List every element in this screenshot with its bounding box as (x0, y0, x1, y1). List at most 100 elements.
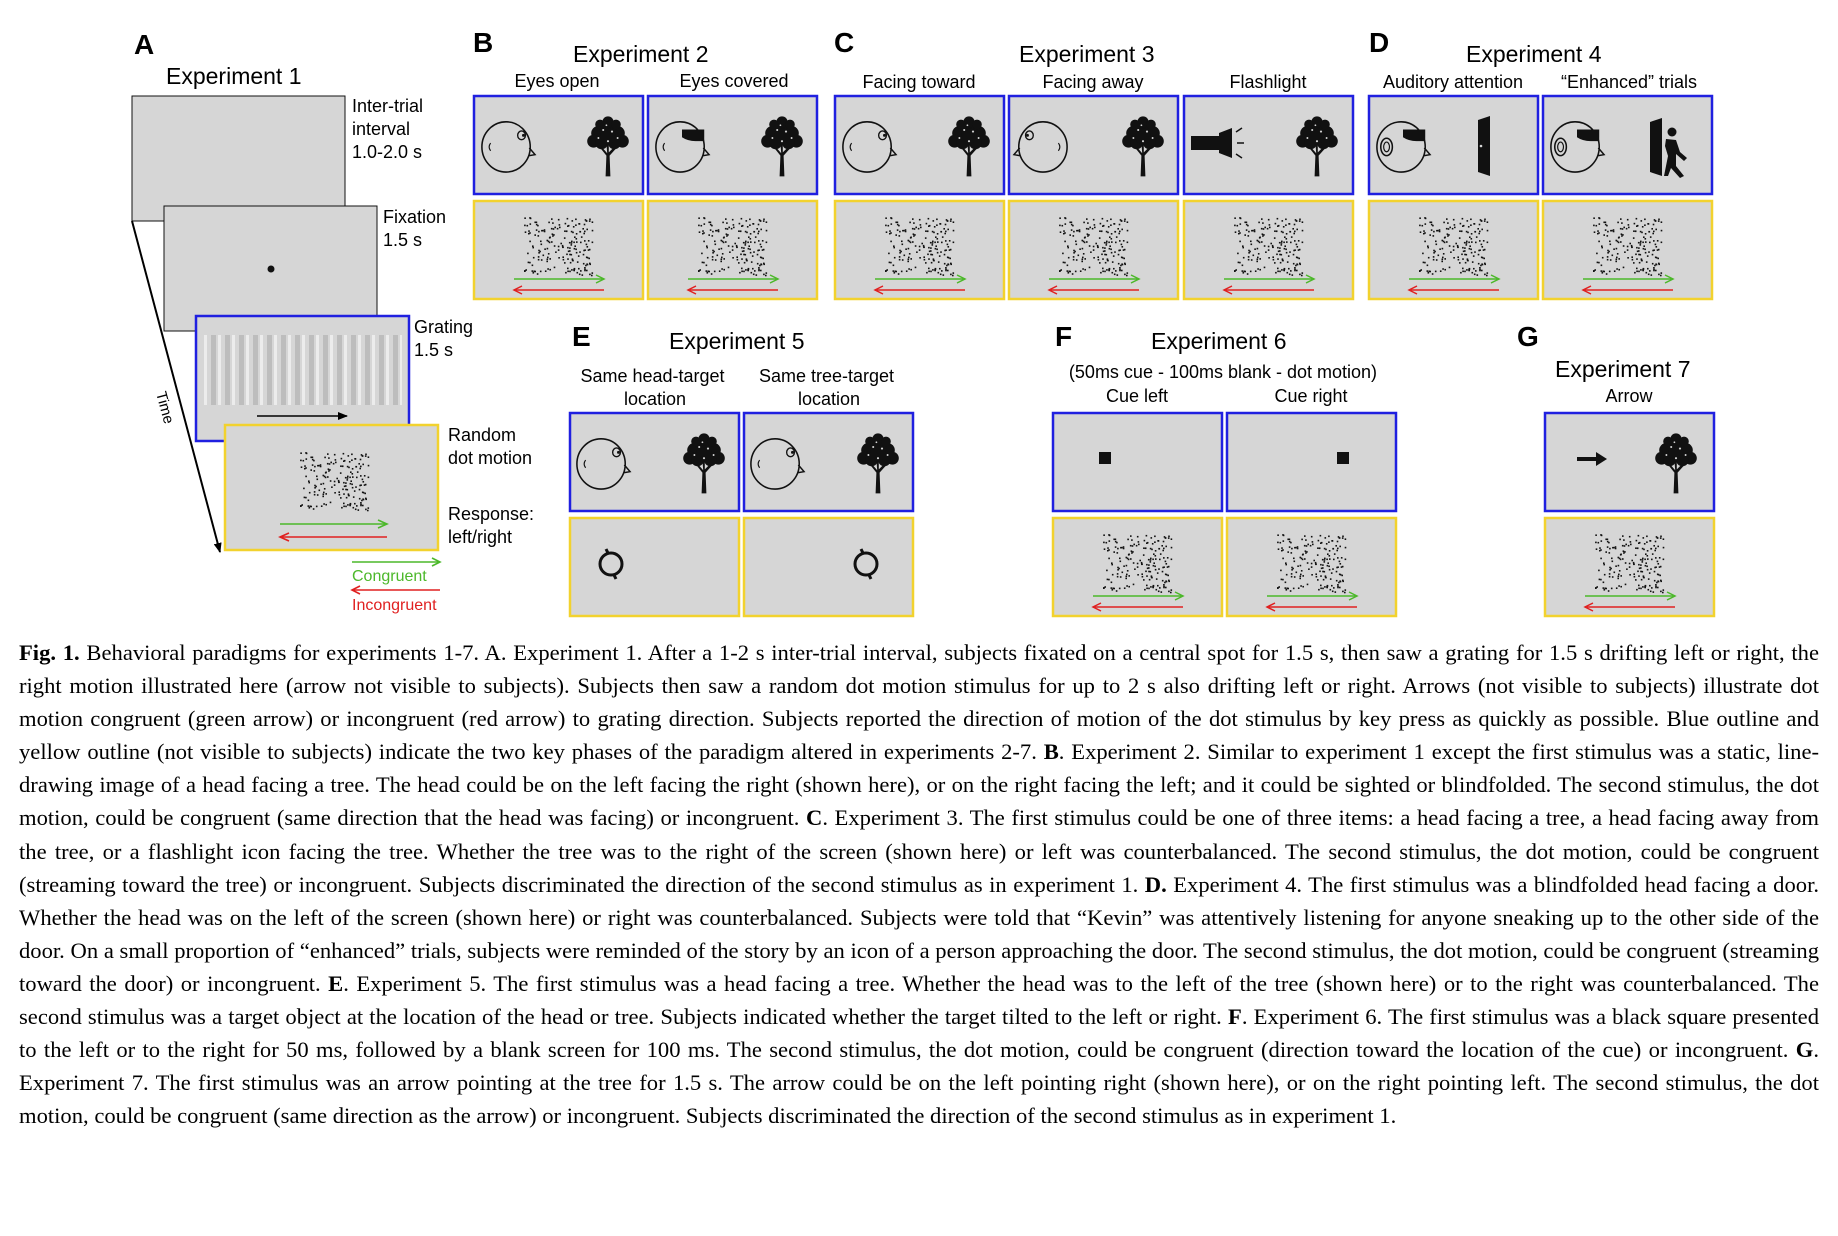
caption-bold: C (806, 805, 823, 831)
arrowhead (595, 274, 606, 284)
flashlight-icon (1191, 127, 1244, 159)
iti-label: Inter-trial interval 1.0-2.0 s (352, 96, 428, 162)
arrow-cue-icon (1577, 452, 1607, 466)
stimulus-frame (1367, 94, 1540, 196)
panel-title: Experiment 1 (166, 63, 302, 89)
arrowhead (1664, 274, 1675, 284)
panel-letter: F (1055, 321, 1072, 352)
panel-title: Experiment 3 (1019, 41, 1155, 67)
sub-label-cue-right: Cue right (1274, 386, 1347, 406)
stimulus-frame (1051, 411, 1224, 513)
caption-bold: Fig. 1. (19, 640, 80, 665)
panel-c: C Experiment 3 Facing toward Facing away… (834, 27, 1307, 92)
arrowhead (1490, 274, 1501, 284)
caption-bold: F (1228, 1004, 1242, 1030)
panel-title: Experiment 6 (1151, 328, 1287, 354)
caption-bold: D. (1144, 871, 1167, 897)
arrowhead (1666, 591, 1677, 601)
sub-label-arrow: Arrow (1605, 386, 1653, 406)
response-label: Response: left/right (448, 504, 539, 547)
sub-label-cue-left: Cue left (1106, 386, 1168, 406)
arrowhead (1407, 285, 1418, 295)
legend-congruent-arrowhead (431, 557, 442, 567)
figure-1: A Experiment 1 Inter-trial interval 1.0-… (131, 27, 1716, 618)
fixation-dot (267, 265, 275, 273)
fixation-label: Fixation 1.5 s (383, 207, 451, 250)
sub-label-eyes-open: Eyes open (514, 71, 599, 91)
panel-g: G Experiment 7 Arrow (1517, 321, 1716, 618)
arrowhead (769, 274, 780, 284)
caption-text: Experiment 4. The first stimulus was a b… (19, 871, 1819, 996)
panel-letter: A (134, 29, 154, 60)
sub-label-tree-target: Same tree-target location (759, 366, 899, 409)
panel-letter: G (1517, 321, 1539, 352)
cue-square (1099, 452, 1111, 464)
arrowhead (512, 285, 523, 295)
congruent-arrowhead (377, 519, 389, 529)
legend-incongruent-arrowhead (350, 585, 361, 595)
tilted-target-icon (853, 548, 879, 580)
sub-label-head-target: Same head-target location (580, 366, 729, 409)
legend-congruent-label: Congruent (352, 568, 427, 585)
stimulus-frame (1541, 94, 1714, 196)
tilted-target-icon (598, 548, 624, 580)
grating-pattern (202, 335, 402, 405)
caption-bold: G (1795, 1037, 1814, 1063)
arrowhead (1583, 602, 1594, 612)
panel-a: A Experiment 1 Inter-trial interval 1.0-… (131, 29, 539, 614)
target-frame (742, 516, 915, 618)
caption-bold: B (1043, 739, 1059, 765)
sub-label-flashlight: Flashlight (1229, 72, 1306, 92)
panel-title: Experiment 2 (573, 41, 709, 67)
figure-caption: Fig. 1. Behavioral paradigms for experim… (19, 636, 1819, 1132)
panel-d: D Experiment 4 Auditory attention “Enhan… (1369, 27, 1697, 92)
person-at-door-icon (1650, 118, 1687, 178)
door-icon (1478, 116, 1490, 176)
incongruent-arrowhead (278, 532, 290, 542)
arrowhead (956, 274, 967, 284)
sub-label-enhanced: “Enhanced” trials (1561, 72, 1697, 92)
panel-letter: B (473, 27, 493, 58)
panel-letter: E (572, 321, 591, 352)
caption-text: Behavioral paradigms for experiments 1-7… (19, 640, 1819, 765)
arrowhead (1581, 285, 1592, 295)
caption-text: . Experiment 7. The first stimulus was a… (19, 1037, 1819, 1129)
arrowhead (1174, 591, 1185, 601)
time-label: Time (152, 390, 177, 426)
arrowhead (1305, 274, 1316, 284)
caption-bold: E (328, 970, 344, 996)
cue-square (1337, 452, 1349, 464)
sub-label-auditory: Auditory attention (1383, 72, 1523, 92)
sub-label-facing-toward: Facing toward (862, 72, 975, 92)
top-row-stimuli (472, 94, 1714, 301)
arrowhead (1091, 602, 1102, 612)
arrowhead (873, 285, 884, 295)
panel-title: Experiment 5 (669, 328, 805, 354)
arrowhead (1348, 591, 1359, 601)
sub-label-eyes-covered: Eyes covered (679, 71, 788, 91)
arrowhead (686, 285, 697, 295)
panel-letter: C (834, 27, 854, 58)
legend-incongruent-label: Incongruent (352, 597, 437, 614)
panel-e: E Experiment 5 Same head-target location… (568, 321, 915, 618)
caption-text: . Experiment 3. The first stimulus could… (19, 805, 1819, 897)
panel-subtitle: (50ms cue - 100ms blank - dot motion) (1069, 362, 1377, 382)
arrowhead (1265, 602, 1276, 612)
target-frame (568, 516, 741, 618)
panel-letter: D (1369, 27, 1389, 58)
arrowhead (1222, 285, 1233, 295)
arrowhead (1130, 274, 1141, 284)
dot-motion-fields (512, 217, 1677, 612)
rdm-label: Random dot motion (448, 425, 532, 468)
sub-label-facing-away: Facing away (1042, 72, 1143, 92)
dot-motion-row-top (472, 199, 1714, 301)
arrowhead (1047, 285, 1058, 295)
panel-title: Experiment 7 (1555, 356, 1691, 382)
grating-label: Grating 1.5 s (414, 317, 478, 360)
caption-text: . Experiment 5. The first stimulus was a… (19, 970, 1819, 1030)
stimulus-frame (1225, 411, 1398, 513)
time-arrow (131, 220, 222, 553)
panel-f: F Experiment 6 (50ms cue - 100ms blank -… (1051, 321, 1398, 618)
panel-b: B Experiment 2 Eyes open Eyes covered (473, 27, 789, 91)
iti-screen (131, 95, 346, 222)
